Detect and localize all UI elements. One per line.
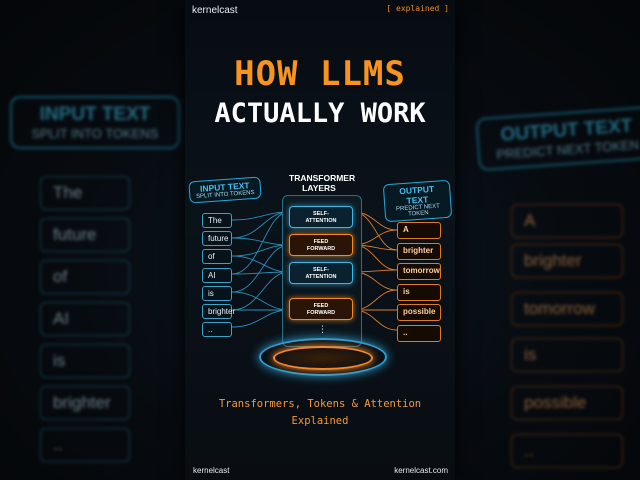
subtitle: Transformers, Tokens & Attention Explain… — [185, 396, 455, 430]
layer-label: ATTENTION — [305, 274, 337, 280]
bg-output-header: OUTPUT TEXT PREDICT NEXT TOKEN — [475, 105, 640, 172]
transformer-title-line-2: LAYERS — [302, 183, 336, 193]
bg-input-token: future — [40, 218, 130, 252]
bg-input-subheading: SPLIT INTO TOKENS — [31, 126, 159, 141]
output-token: possible — [397, 304, 441, 321]
bg-input-token: brighter — [40, 386, 130, 420]
output-token: brighter — [397, 242, 441, 260]
bg-input-token: .. — [40, 428, 130, 462]
layer-label: FORWARD — [306, 310, 336, 316]
output-token: is — [397, 283, 441, 301]
background-left: INPUT TEXT SPLIT INTO TOKENS The future … — [0, 0, 185, 480]
output-token: .. — [397, 324, 441, 342]
bg-input-token: of — [40, 260, 130, 294]
background-right: OUTPUT TEXT PREDICT NEXT TOKEN A brighte… — [455, 0, 640, 480]
self-attention-layer: SELF- ATTENTION — [289, 262, 353, 284]
subtitle-line-2: Explained — [291, 415, 349, 427]
feed-forward-layer: FEED FORWARD — [289, 298, 353, 320]
title-line-1: HOW LLMS — [234, 54, 406, 94]
input-token: AI — [202, 267, 232, 283]
self-attention-layer: SELF- ATTENTION — [289, 206, 353, 228]
bg-input-token: is — [40, 344, 130, 378]
bg-output-token: tomorrow — [511, 292, 623, 326]
bg-output-token: brighter — [511, 244, 623, 278]
output-token: tomorrow — [397, 263, 441, 280]
bg-output-token: possible — [511, 386, 623, 420]
input-token: .. — [202, 322, 232, 338]
footer-brand: kernelcast — [193, 466, 230, 475]
thumbnail-panel: kernelcast [ explained ] HOW LLMS ACTUAL… — [185, 0, 455, 480]
input-token: brighter — [202, 303, 235, 319]
pedestal-inner-ring — [273, 346, 373, 370]
feed-forward-layer: FEED FORWARD — [289, 234, 353, 256]
subtitle-line-1: Transformers, Tokens & Attention — [218, 398, 422, 410]
footer-url: kernelcast.com — [394, 466, 448, 475]
layer-label: FEED — [313, 303, 329, 309]
input-token: of — [202, 249, 232, 265]
output-token: A — [397, 222, 441, 239]
layer-label: ATTENTION — [305, 218, 337, 224]
layer-label: FORWARD — [306, 246, 336, 252]
output-token-list: A brighter tomorrow is possible .. — [397, 222, 441, 345]
title-line-2: ACTUALLY WORK — [214, 98, 426, 129]
more-layers-icon: ⋮ — [318, 325, 327, 335]
bg-input-heading: INPUT TEXT — [39, 104, 151, 125]
bg-input-token: The — [40, 176, 130, 210]
input-token-list: The future of AI is brighter .. — [202, 213, 235, 340]
bg-input-header: INPUT TEXT SPLIT INTO TOKENS — [10, 96, 180, 149]
transformer-title: TRANSFORMER LAYERS — [289, 173, 356, 193]
input-token: future — [202, 231, 232, 247]
brand-label: kernelcast — [192, 5, 238, 16]
layer-label: SELF- — [313, 267, 329, 273]
bg-output-token: is — [511, 338, 623, 372]
transformer-title-line-1: TRANSFORMER — [289, 173, 356, 183]
bg-output-token: A — [511, 204, 623, 238]
bg-input-token: AI — [40, 302, 130, 336]
input-token: is — [202, 285, 232, 301]
explained-tag: [ explained ] — [386, 4, 449, 13]
layer-label: SELF- — [313, 211, 329, 217]
input-token: The — [202, 213, 232, 228]
layer-label: FEED — [313, 239, 329, 245]
pedestal-outer-ring — [259, 338, 387, 376]
output-text-header: OUTPUT TEXT PREDICT NEXT TOKEN — [382, 179, 453, 223]
bg-output-token: .. — [511, 434, 623, 468]
